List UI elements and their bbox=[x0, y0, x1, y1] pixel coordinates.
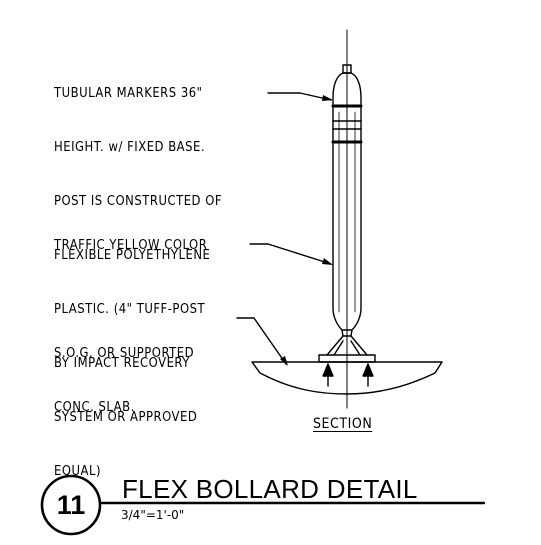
detail-bubble bbox=[40, 474, 102, 536]
marker-note-line: FLEXIBLE POLYETHYLENE bbox=[54, 247, 211, 263]
color-note: TRAFFIC YELLOW COLOR bbox=[54, 237, 208, 253]
marker-note: TUBULAR MARKERS 36" HEIGHT. w/ FIXED BAS… bbox=[54, 48, 222, 516]
marker-note-line: TUBULAR MARKERS 36" bbox=[54, 85, 203, 101]
slab-note-line: CONC. SLAB. bbox=[54, 399, 135, 415]
arrowhead bbox=[322, 95, 333, 101]
arrowhead bbox=[280, 356, 288, 366]
marker-note-line: EQUAL) bbox=[54, 463, 102, 479]
leader-slab bbox=[236, 317, 287, 365]
post-base bbox=[326, 335, 368, 356]
section-label: SECTION bbox=[313, 416, 373, 432]
slab-note-line: S.O.G. OR SUPPORTED bbox=[54, 345, 195, 361]
leader-color bbox=[249, 243, 332, 265]
marker-note-line: PLASTIC. (4" TUFF-POST bbox=[54, 301, 206, 317]
detail-scale: 3/4"=1'-0" bbox=[121, 508, 185, 522]
detail-title: FLEX BOLLARD DETAIL bbox=[122, 474, 418, 504]
anchor-bolt bbox=[362, 363, 374, 387]
marker-note-line: HEIGHT. w/ FIXED BASE. bbox=[54, 139, 206, 155]
anchor-bolt bbox=[322, 363, 334, 387]
post-connector bbox=[341, 329, 353, 337]
detail-number: 11 bbox=[56, 490, 86, 520]
marker-note-line: POST IS CONSTRUCTED OF bbox=[54, 193, 223, 209]
marker-note-line: BY IMPACT RECOVERY bbox=[54, 355, 190, 371]
marker-note-line: SYSTEM OR APPROVED bbox=[54, 409, 198, 425]
concrete-slab bbox=[251, 361, 443, 395]
arrowhead bbox=[322, 258, 333, 265]
leader-marker bbox=[267, 92, 332, 101]
slab-note: S.O.G. OR SUPPORTED CONC. SLAB. bbox=[54, 308, 194, 452]
